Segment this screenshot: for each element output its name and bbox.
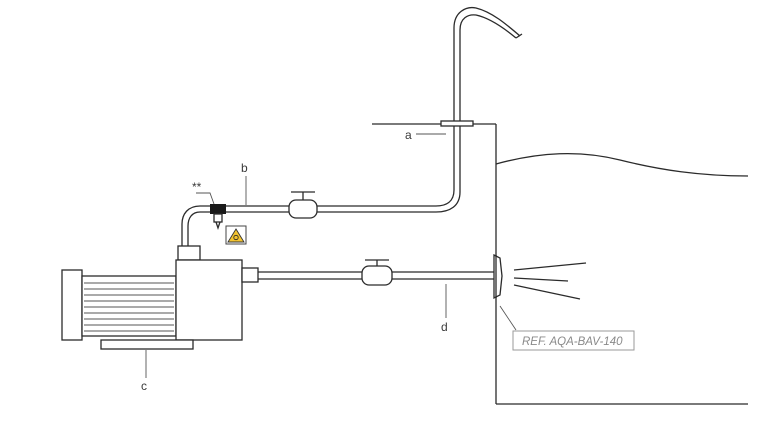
leader-stars [196,192,215,205]
suction-pipe [177,6,523,261]
pump-base-plate [100,339,194,350]
sensor-probe [213,213,223,223]
pump-housing [175,259,243,341]
pump-outlet-fitting [241,267,259,283]
motor-end-cap [61,269,83,341]
suction-pipe-outer [316,126,455,207]
pump-elbow-outer [181,205,210,246]
leader-lines [145,133,517,378]
reference-box-border [512,330,635,351]
label-double-star: ** [192,180,202,194]
suction-hook-tip [515,33,523,39]
reference-box: REF. AQA-BAV-140 [512,330,635,351]
label-d: d [441,320,448,334]
upper-valve [288,199,318,219]
sensor-probe-tip [215,221,221,231]
suction-hook-inner [459,14,517,122]
lower-valve [361,265,393,286]
jet-stream [513,262,587,300]
water-surface [495,152,749,177]
motor-body [81,275,177,337]
return-pipe [258,253,587,300]
biohazard-warning-icon [225,225,247,245]
deck-collar [440,120,474,127]
suction-pipe-inner [316,126,461,213]
label-a: a [405,128,412,142]
suction-hook-outer [453,6,521,122]
wall-nozzle [493,253,503,300]
pump-elbow-inner [187,211,210,246]
motor-fins [84,282,174,332]
reference-code: REF. AQA-BAV-140 [522,336,623,348]
label-b: b [241,161,248,175]
pool-structure [372,123,749,405]
pump-assembly [61,259,259,350]
label-c: c [141,379,147,393]
leader-ref [499,305,517,331]
pump-inlet-fitting [177,245,201,261]
sensor-block [210,204,226,214]
